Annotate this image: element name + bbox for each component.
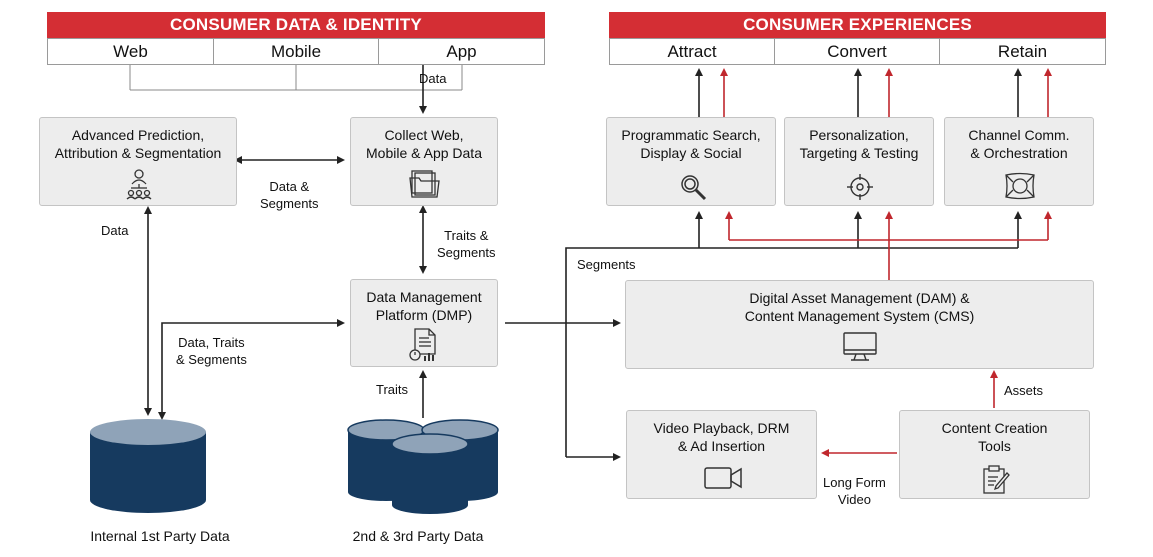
video-camera-icon <box>704 467 742 489</box>
label-data-traits-segments: Data, Traits & Segments <box>176 335 247 367</box>
label-segments: Segments <box>577 257 636 272</box>
internal-database-icon <box>90 419 206 513</box>
folder-icon <box>409 170 440 198</box>
consumer-experiences-header: CONSUMER EXPERIENCES <box>609 12 1106 38</box>
external-data-label: 2nd & 3rd Party Data <box>352 528 484 544</box>
internal-data-label: Internal 1st Party Data <box>90 528 230 544</box>
label-traits-segments: Traits & Segments <box>437 228 496 260</box>
search-icon <box>681 175 707 201</box>
video-label: Video Playback, DRM & Ad Insertion <box>653 420 790 454</box>
people-hierarchy-icon <box>126 169 152 200</box>
monitor-icon <box>843 332 877 361</box>
prediction-box[interactable]: Advanced Prediction, Attribution & Segme… <box>39 117 237 206</box>
label-long-form-video: Long Form Video <box>823 475 886 507</box>
experience-arrows <box>695 68 1052 117</box>
content-creation-label: Content Creation Tools <box>941 420 1048 454</box>
label-traits: Traits <box>376 382 409 397</box>
personalization-box[interactable]: Personalization, Targeting & Testing <box>784 117 934 206</box>
prediction-label: Advanced Prediction, Attribution & Segme… <box>54 127 222 161</box>
consumer-data-header: CONSUMER DATA & IDENTITY <box>47 12 545 38</box>
dmp-box[interactable]: Data Management Platform (DMP) <box>350 279 498 367</box>
tab-convert[interactable]: Convert <box>774 38 940 65</box>
target-icon <box>847 174 873 200</box>
tab-retain[interactable]: Retain <box>939 38 1106 65</box>
tab-web[interactable]: Web <box>47 38 214 65</box>
personalization-label: Personalization, Targeting & Testing <box>799 127 919 161</box>
tab-app[interactable]: App <box>378 38 545 65</box>
programmatic-label: Programmatic Search, Display & Social <box>621 127 761 161</box>
segments-lines <box>565 211 1022 461</box>
label-data-left: Data <box>101 223 129 238</box>
label-data-segments: Data & Segments <box>260 179 319 211</box>
label-data-top: Data <box>419 71 447 86</box>
video-box[interactable]: Video Playback, DRM & Ad Insertion <box>626 410 817 499</box>
report-icon <box>409 328 436 361</box>
orchestration-icon <box>1005 172 1035 200</box>
label-assets: Assets <box>1004 383 1044 398</box>
collect-box[interactable]: Collect Web, Mobile & App Data <box>350 117 498 206</box>
tab-mobile[interactable]: Mobile <box>213 38 379 65</box>
dmp-label: Data Management Platform (DMP) <box>366 289 482 323</box>
programmatic-box[interactable]: Programmatic Search, Display & Social <box>606 117 776 206</box>
arrow-internal-dmp <box>158 319 345 420</box>
channel-label: Channel Comm. & Orchestration <box>968 127 1070 161</box>
data-collection-lines <box>129 64 463 91</box>
channel-box[interactable]: Channel Comm. & Orchestration <box>944 117 1094 206</box>
dam-content-lines <box>725 211 1052 280</box>
tab-attract[interactable]: Attract <box>609 38 775 65</box>
dam-box[interactable]: Digital Asset Management (DAM) & Content… <box>625 280 1094 369</box>
collect-label: Collect Web, Mobile & App Data <box>366 127 482 161</box>
document-edit-icon <box>983 465 1010 494</box>
external-database-icon <box>347 419 499 514</box>
content-creation-box[interactable]: Content Creation Tools <box>899 410 1090 499</box>
dam-label: Digital Asset Management (DAM) & Content… <box>744 290 975 324</box>
